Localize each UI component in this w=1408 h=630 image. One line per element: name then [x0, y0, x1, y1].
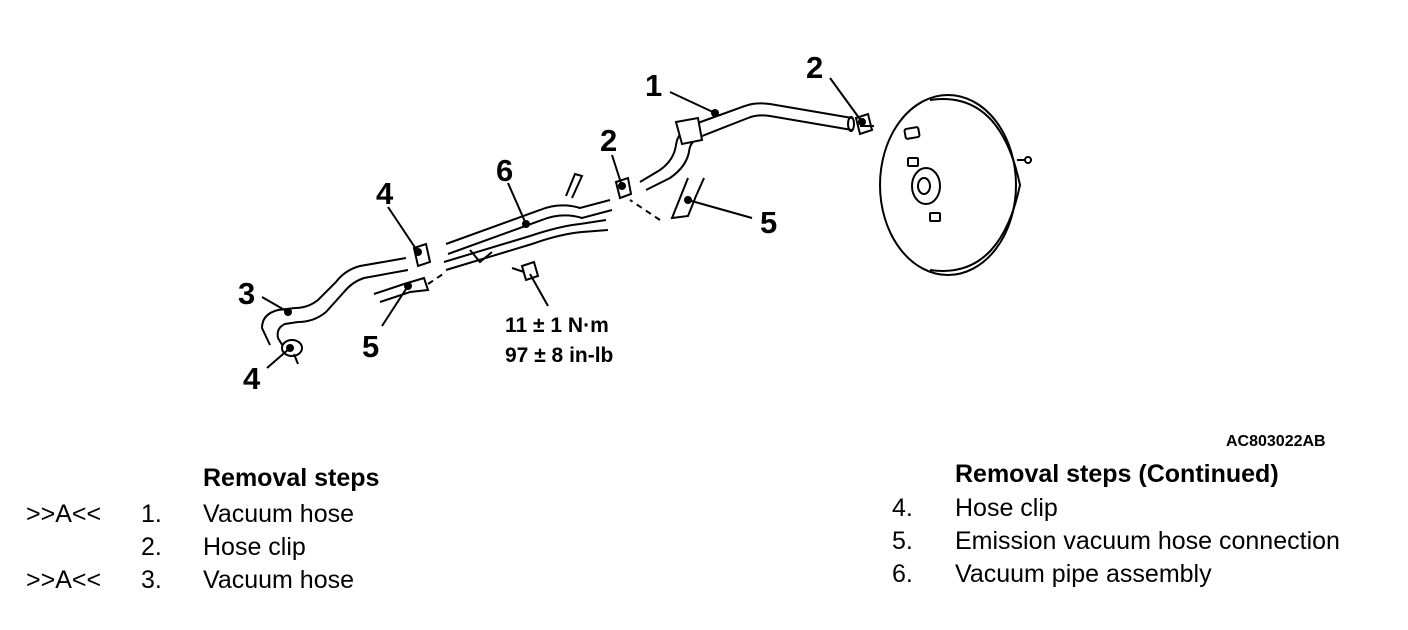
callout-1: 1	[645, 68, 662, 103]
removal-step: 6. Vacuum pipe assembly	[880, 558, 1400, 591]
exploded-view-diagram: 1 2 2 6 5 4 3 5 4 11 ± 1 N·m 97 ± 8 in-l…	[238, 50, 1326, 450]
step-text: Vacuum hose	[203, 566, 355, 594]
emission-hose-5-right	[629, 177, 705, 221]
step-mark: >>A<<	[26, 500, 102, 528]
emission-hose-5-left	[373, 271, 447, 303]
vacuum-hose-3	[260, 257, 409, 349]
step-number: 1.	[141, 500, 162, 528]
removal-steps-heading: Removal steps	[203, 464, 380, 492]
removal-steps-continued: Removal steps (Continued) 4. Hose clip 5…	[880, 458, 1400, 598]
removal-step: 5. Emission vacuum hose connection	[880, 525, 1400, 558]
step-number: 3.	[141, 566, 162, 594]
vacuum-pipe-assembly-6	[443, 172, 613, 271]
leader-lines	[261, 77, 866, 369]
step-number: 2.	[141, 533, 162, 561]
mounting-bolt	[511, 260, 540, 282]
vacuum-hose-1	[639, 102, 855, 191]
callout-5-left: 5	[362, 329, 379, 364]
removal-step: >>A<< 1. Vacuum hose	[0, 498, 600, 531]
step-text: Vacuum hose	[203, 500, 355, 528]
figure-id: AC803022AB	[1226, 433, 1326, 450]
removal-steps: Removal steps >>A<< 1. Vacuum hose 2. Ho…	[0, 462, 600, 602]
torque-metric: 11 ± 1 N·m	[505, 314, 609, 337]
callout-4-middle: 4	[376, 176, 394, 211]
brake-booster	[879, 94, 1032, 276]
step-number: 4.	[892, 494, 913, 522]
removal-steps-continued-heading: Removal steps (Continued)	[955, 460, 1279, 488]
callout-2-middle: 2	[600, 123, 617, 158]
callout-6: 6	[496, 153, 513, 188]
step-mark: >>A<<	[26, 566, 102, 594]
step-text: Hose clip	[203, 533, 306, 561]
step-text: Vacuum pipe assembly	[955, 560, 1212, 588]
step-text: Emission vacuum hose connection	[955, 527, 1340, 555]
removal-step: 2. Hose clip	[0, 531, 600, 564]
callout-5-right: 5	[760, 205, 777, 240]
callout-3: 3	[238, 276, 255, 311]
torque-imperial: 97 ± 8 in-lb	[505, 344, 613, 367]
callout-4-lower: 4	[243, 361, 261, 396]
step-number: 6.	[892, 560, 913, 588]
removal-step: >>A<< 3. Vacuum hose	[0, 564, 600, 597]
callout-2-top: 2	[806, 50, 823, 85]
step-text: Hose clip	[955, 494, 1058, 522]
step-number: 5.	[892, 527, 913, 555]
removal-step: 4. Hose clip	[880, 492, 1400, 525]
